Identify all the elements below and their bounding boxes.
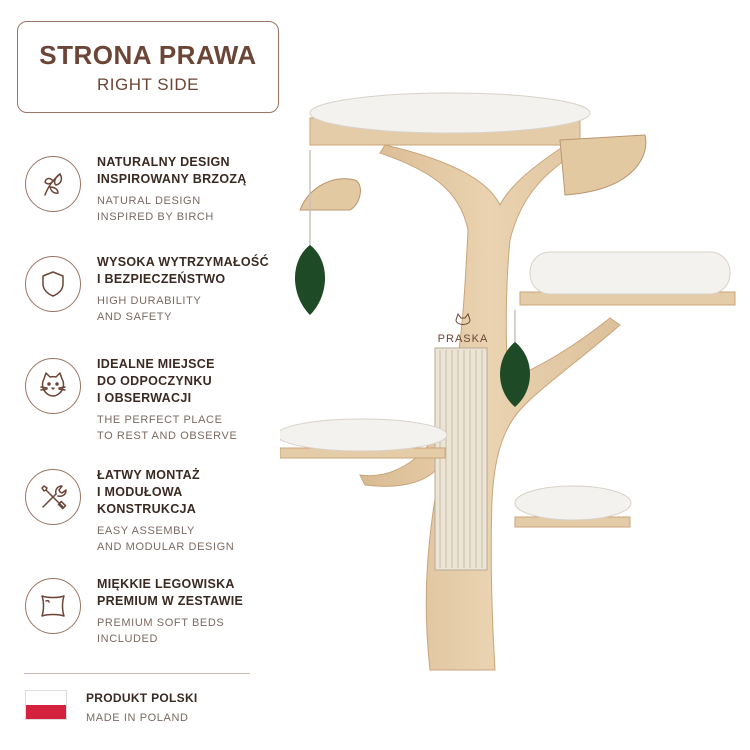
title-sub: RIGHT SIDE	[97, 75, 199, 94]
title-box: STRONA PRAWA RIGHT SIDE	[17, 21, 279, 113]
made-in-en: MADE IN POLAND	[86, 712, 189, 724]
divider	[24, 673, 250, 674]
top-cushion	[309, 92, 591, 134]
right-leaf-panel	[559, 134, 647, 196]
cat-tree-image: PRASKA	[280, 92, 736, 671]
pillow-icon	[25, 578, 81, 634]
hanging-leaf-toy	[500, 342, 530, 407]
feature-subtitle: NATURAL DESIGN INSPIRED BY BIRCH	[97, 195, 214, 223]
feature-title: IDEALNE MIEJSCE DO ODPOCZYNKU I OBSERWAC…	[97, 357, 215, 405]
brand-name: PRASKA	[438, 333, 489, 345]
feature-subtitle: PREMIUM SOFT BEDS INCLUDED	[97, 617, 225, 645]
feature-subtitle: HIGH DURABILITY AND SAFETY	[97, 295, 202, 323]
feature-title: NATURALNY DESIGN INSPIROWANY BRZOZĄ	[97, 155, 247, 186]
lower-left-cushion	[280, 418, 448, 452]
feature-title: WYSOKA WYTRZYMAŁOŚĆ I BEZPIECZEŃSTWO	[97, 255, 269, 286]
brand-logo: PRASKA	[438, 312, 489, 345]
cat-icon	[25, 358, 81, 414]
poland-flag-icon	[25, 690, 67, 720]
made-in-poland: PRODUKT POLSKI MADE IN POLAND	[86, 690, 198, 726]
hanging-leaf-toy	[295, 245, 325, 315]
shield-icon	[25, 256, 81, 312]
feature-subtitle: EASY ASSEMBLY AND MODULAR DESIGN	[97, 525, 235, 553]
tools-icon	[25, 469, 81, 525]
feature-title: ŁATWY MONTAŻ I MODUŁOWA KONSTRUKCJA	[97, 468, 200, 516]
tree-trunk	[359, 141, 621, 671]
title-main: STRONA PRAWA	[39, 40, 257, 70]
leaf-icon	[25, 156, 81, 212]
made-in-pl: PRODUKT POLSKI	[86, 691, 198, 705]
feature-subtitle: THE PERFECT PLACE TO REST AND OBSERVE	[97, 414, 238, 442]
left-leaf-panel	[299, 178, 361, 211]
lower-right-cushion	[514, 485, 632, 521]
middle-cushion	[529, 251, 731, 295]
scratching-panel	[434, 347, 488, 571]
feature-title: MIĘKKIE LEGOWISKA PREMIUM W ZESTAWIE	[97, 577, 244, 608]
